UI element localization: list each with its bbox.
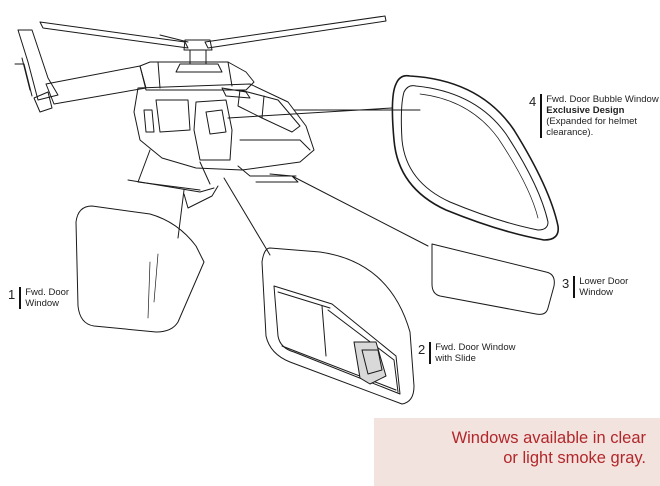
availability-note: Windows available in clear or light smok… bbox=[374, 418, 660, 486]
helicopter-illustration bbox=[14, 15, 387, 209]
callout-number: 3 bbox=[562, 276, 570, 291]
callout-line: clearance). bbox=[546, 127, 594, 138]
callout-fwd-door-window: 1 Fwd. Door Window bbox=[8, 287, 69, 309]
callout-line: Fwd. Door bbox=[25, 287, 70, 298]
callout-number: 2 bbox=[418, 342, 426, 357]
callout-divider bbox=[573, 276, 576, 298]
lower-door-window bbox=[431, 243, 555, 315]
callout-divider bbox=[19, 287, 22, 309]
callout-number: 4 bbox=[529, 94, 537, 109]
callout-line: Fwd. Door Window bbox=[435, 342, 516, 353]
callout-emphasis: Exclusive Design bbox=[546, 105, 625, 116]
callout-lower-door-window: 3 Lower Door Window bbox=[562, 276, 628, 298]
callout-line: Fwd. Door Bubble Window bbox=[546, 94, 659, 105]
note-line: or light smoke gray. bbox=[503, 449, 646, 467]
callout-label: Fwd. Door Window bbox=[25, 287, 69, 309]
callout-divider bbox=[540, 94, 543, 138]
fwd-door-window-with-slide bbox=[261, 247, 415, 405]
callout-line: Window bbox=[579, 287, 614, 298]
callout-line: (Expanded for helmet bbox=[546, 116, 638, 127]
leader-lines bbox=[177, 107, 429, 256]
callout-label: Lower Door Window bbox=[579, 276, 628, 298]
callout-line: Window bbox=[25, 298, 60, 309]
callout-line: with Slide bbox=[435, 353, 476, 364]
callout-number: 1 bbox=[8, 287, 16, 302]
callout-fwd-door-window-with-slide: 2 Fwd. Door Window with Slide bbox=[418, 342, 515, 364]
fwd-door-window bbox=[75, 205, 205, 333]
callout-divider bbox=[429, 342, 432, 364]
callout-fwd-door-bubble-window: 4 Fwd. Door Bubble Window Exclusive Desi… bbox=[529, 94, 659, 138]
callout-label: Fwd. Door Bubble Window Exclusive Design… bbox=[546, 94, 658, 138]
callout-line: Lower Door bbox=[579, 276, 629, 287]
note-line: Windows available in clear bbox=[451, 429, 646, 447]
fwd-door-bubble-window bbox=[391, 74, 560, 241]
callout-label: Fwd. Door Window with Slide bbox=[435, 342, 515, 364]
